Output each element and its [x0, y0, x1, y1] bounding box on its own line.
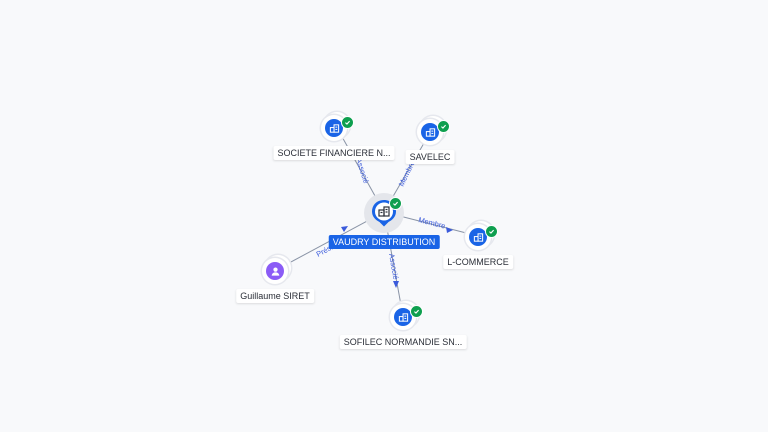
arrow-president	[341, 226, 348, 232]
building-icon	[425, 127, 435, 137]
building-icon	[378, 206, 390, 217]
node-disc	[465, 224, 491, 250]
verified-check-icon	[389, 197, 402, 210]
node-label[interactable]: SAVELEC	[405, 150, 455, 164]
node-label[interactable]: Guillaume SIRET	[236, 289, 314, 303]
person-badge	[266, 262, 284, 280]
building-icon	[473, 232, 483, 242]
edge-label-membre-right: Membre	[418, 215, 447, 230]
verified-check-icon	[410, 305, 423, 318]
verified-check-icon	[485, 225, 498, 238]
edge-label-associe-bottom: Associé	[387, 253, 400, 280]
person-icon	[271, 267, 279, 276]
arrow-l-commerce	[446, 227, 453, 233]
company-badge	[325, 119, 343, 137]
node-label[interactable]: SOFILEC NORMANDIE SN...	[339, 335, 467, 349]
company-badge	[469, 228, 487, 246]
edge-label-associe-top: Associé	[354, 157, 371, 185]
node-disc	[262, 258, 288, 284]
node-label[interactable]: VAUDRY DISTRIBUTION	[328, 235, 440, 249]
verified-check-icon	[341, 116, 354, 129]
company-badge	[394, 308, 412, 326]
node-label[interactable]: SOCIETE FINANCIERE N...	[273, 146, 395, 160]
building-icon	[329, 123, 339, 133]
node-label[interactable]: L-COMMERCE	[443, 255, 513, 269]
company-badge	[421, 123, 439, 141]
arrow-sofilec	[393, 281, 399, 288]
building-icon	[398, 312, 408, 322]
verified-check-icon	[437, 120, 450, 133]
